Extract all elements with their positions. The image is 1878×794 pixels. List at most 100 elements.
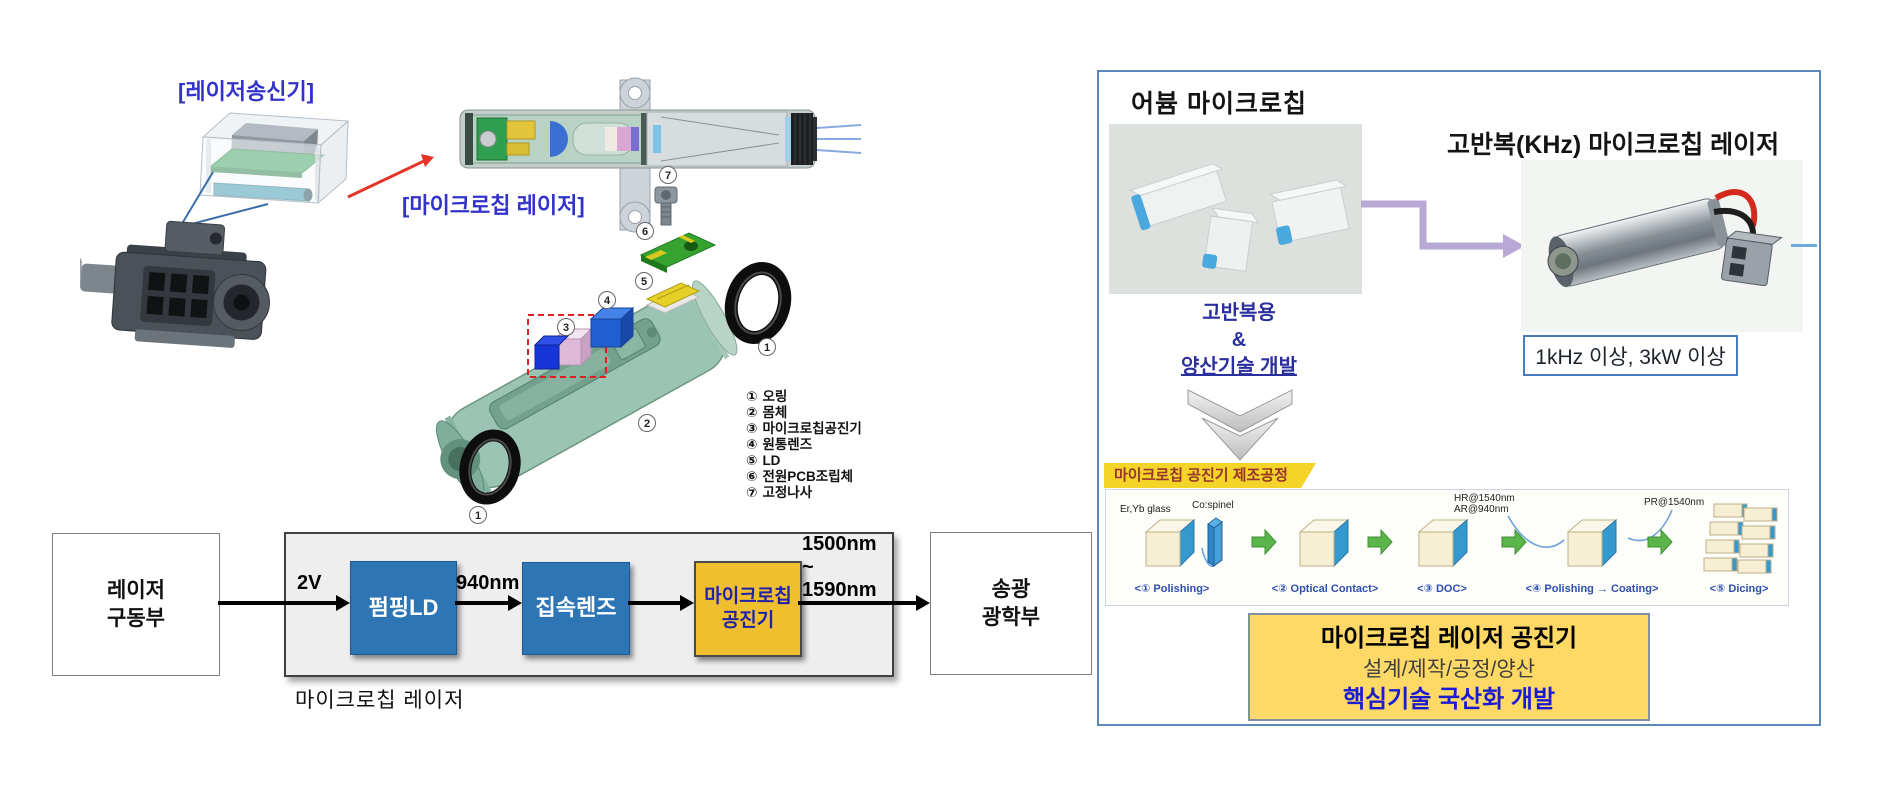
microchip-laser-cutaway-illustration: 7	[459, 77, 862, 233]
step-caption-4: <④ Polishing → Coating>	[1525, 583, 1659, 595]
microchip-resonator-part	[533, 327, 593, 370]
svg-text:7: 7	[665, 170, 671, 182]
laser-transmitter-3d-illustration	[80, 112, 434, 348]
process-cube-3	[1417, 518, 1469, 568]
process-cube-4	[1566, 518, 1618, 568]
step-caption-1: <① Polishing>	[1134, 583, 1210, 595]
callout-1: 1	[758, 338, 776, 356]
fixing-screw	[654, 186, 678, 226]
svg-text:3: 3	[563, 322, 569, 334]
flow-arrow	[628, 601, 680, 605]
microchip-laser-module-photo	[1521, 160, 1803, 332]
red-arrow-icon	[347, 154, 434, 199]
laser-beam-lines	[816, 124, 862, 154]
focusing-lens-box: 집속렌즈	[522, 562, 630, 655]
transmitter-assembly-illustration	[199, 112, 350, 205]
flow-arrow	[218, 601, 336, 605]
callout-3: 3	[557, 318, 575, 336]
purple-flow-arrow-icon	[1361, 200, 1525, 258]
callout-line	[179, 171, 214, 228]
manufacturing-process-strip: Er,Yb glass Co:spinel HR@1540nm AR@940nm…	[1105, 489, 1789, 606]
microchip-resonator-box: 마이크로칩 공진기	[694, 561, 802, 657]
callout-4: 4	[598, 291, 616, 309]
svg-text:1: 1	[475, 510, 481, 522]
internal-microchip	[605, 127, 639, 151]
microchip-laser-label: [마이크로칩 레이저]	[402, 193, 585, 218]
crystal-chip	[1202, 207, 1260, 272]
spinel-plate	[1207, 517, 1223, 567]
svg-text:5: 5	[641, 276, 647, 288]
power-pcb-part	[639, 232, 717, 273]
o-ring-bottom	[459, 429, 521, 505]
output-end-cap	[791, 113, 817, 165]
flow-arrowhead	[508, 595, 522, 611]
material-label-glass: Er,Yb glass	[1120, 504, 1171, 515]
diced-chips-stack	[1703, 503, 1778, 574]
callout-6: 6	[636, 222, 654, 240]
green-arrow-icon	[1647, 528, 1673, 556]
pump-wavelength-label: 940nm	[456, 572, 520, 594]
internal-lens	[550, 121, 568, 157]
process-cube-1	[1144, 518, 1196, 568]
svg-text:4: 4	[604, 295, 611, 307]
material-label-spinel: Co:spinel	[1192, 500, 1234, 511]
green-arrow-icon	[1501, 528, 1527, 556]
diagram-caption: 마이크로칩 레이저	[295, 689, 465, 712]
microchip-crystals-photo	[1109, 124, 1362, 294]
flow-arrow	[798, 601, 916, 605]
laser-transmitter-label: [레이저송신기]	[178, 79, 315, 104]
callout-1b: 1	[469, 506, 487, 524]
output-line	[1791, 244, 1817, 247]
svg-text:6: 6	[642, 226, 648, 238]
step-caption-2: <② Optical Contact>	[1271, 583, 1379, 595]
pump-ld-box: 펌핑LD	[350, 561, 457, 655]
transmit-optics-box: 송광 광학부	[930, 532, 1092, 675]
high-rep-mass-production-text: 고반복용 & 양산기술 개발	[1181, 302, 1297, 378]
process-banner: 마이크로칩 공진기 제조공정	[1104, 463, 1316, 488]
erbium-microchip-title: 어븀 마이크로칩	[1131, 90, 1307, 118]
ld-part	[645, 282, 701, 314]
callout-2: 2	[638, 414, 656, 432]
exploded-view-illustration: 1 1 2 3 4 5 6	[436, 222, 792, 524]
o-ring-top	[724, 262, 792, 344]
power-connector	[1721, 230, 1783, 287]
key-technology-box: 마이크로칩 레이저 공진기 설계/제작/공정/양산 핵심기술 국산화 개발	[1248, 613, 1650, 721]
output-wavelength-label: 1500nm ~ 1590nm	[802, 533, 877, 601]
callout-5: 5	[635, 272, 653, 290]
coating-label-pr: PR@1540nm	[1644, 497, 1705, 508]
svg-text:1: 1	[764, 342, 770, 354]
laser-driver-box: 레이저 구동부	[52, 533, 220, 676]
green-arrow-icon	[1367, 528, 1393, 556]
green-arrow-icon	[1251, 528, 1277, 556]
crystal-chip	[1129, 163, 1228, 231]
flow-arrowhead	[680, 595, 694, 611]
camera-device-illustration	[80, 220, 270, 348]
red-wire	[1714, 189, 1758, 227]
step-caption-3: <③ DOC>	[1417, 583, 1467, 595]
flow-arrowhead	[336, 595, 350, 611]
laser-cylinder	[1547, 198, 1730, 288]
down-arrow-icon	[1187, 389, 1293, 461]
coating-label-hr-ar: HR@1540nm AR@940nm	[1454, 493, 1515, 515]
high-rep-laser-title: 고반복(KHz) 마이크로칩 레이저	[1447, 131, 1780, 159]
callout-7: 7	[659, 166, 677, 184]
voltage-label: 2V	[297, 572, 322, 594]
cylindrical-lens-part	[589, 306, 635, 349]
svg-text:2: 2	[644, 418, 650, 430]
erbium-microchip-panel: 어븀 마이크로칩 고반복(KHz) 마이크로칩 레이저	[1097, 70, 1821, 726]
internal-pcb	[476, 117, 536, 161]
spec-box: 1kHz 이상, 3kW 이상	[1523, 335, 1738, 376]
crystal-chip	[1269, 179, 1350, 245]
process-cube-2	[1298, 518, 1350, 568]
flow-arrowhead	[916, 595, 930, 611]
step-caption-5: <⑤ Dicing>	[1709, 583, 1769, 595]
